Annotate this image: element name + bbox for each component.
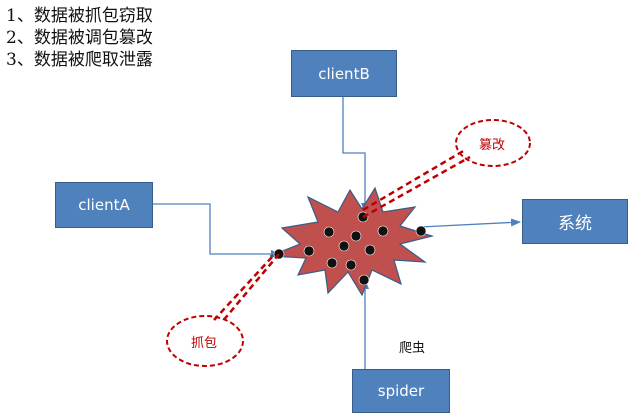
burst-dot [338,240,350,252]
edge-server-to-system [419,218,521,228]
burst-dot [415,225,427,237]
burst-dot [303,245,315,257]
threat-item-capture: 1、数据被抓包窃取 [6,6,153,26]
callout-tamper [362,119,531,219]
burst-dot [345,259,357,271]
node-clientB: clientB [291,50,397,97]
burst-dot [323,226,335,238]
burst-dot [364,244,376,256]
burst-dot [326,257,338,269]
node-system: 系统 [522,199,628,244]
node-spider: spider [352,369,450,413]
threat-list: 1、数据被抓包窃取 2、数据被调包篡改 3、数据被爬取泄露 [6,5,153,71]
burst-dot [377,225,389,237]
edge-clientA-to-server [153,203,281,258]
burst-dot [358,274,370,286]
threat-item-tamper: 2、数据被调包篡改 [6,28,153,48]
node-clientA: clientA [55,182,153,228]
edge-clientB-to-server [342,97,369,213]
burst-dot [350,230,362,242]
callout-capture-label: 抓包 [191,336,218,351]
callout-capture [166,253,280,367]
edge-label-crawler: 爬虫 [399,341,426,356]
server-burst-shape [269,186,435,297]
threat-item-crawl: 3、数据被爬取泄露 [6,50,153,70]
burst-dots [273,211,427,286]
callout-tamper-label: 篡改 [479,138,506,153]
